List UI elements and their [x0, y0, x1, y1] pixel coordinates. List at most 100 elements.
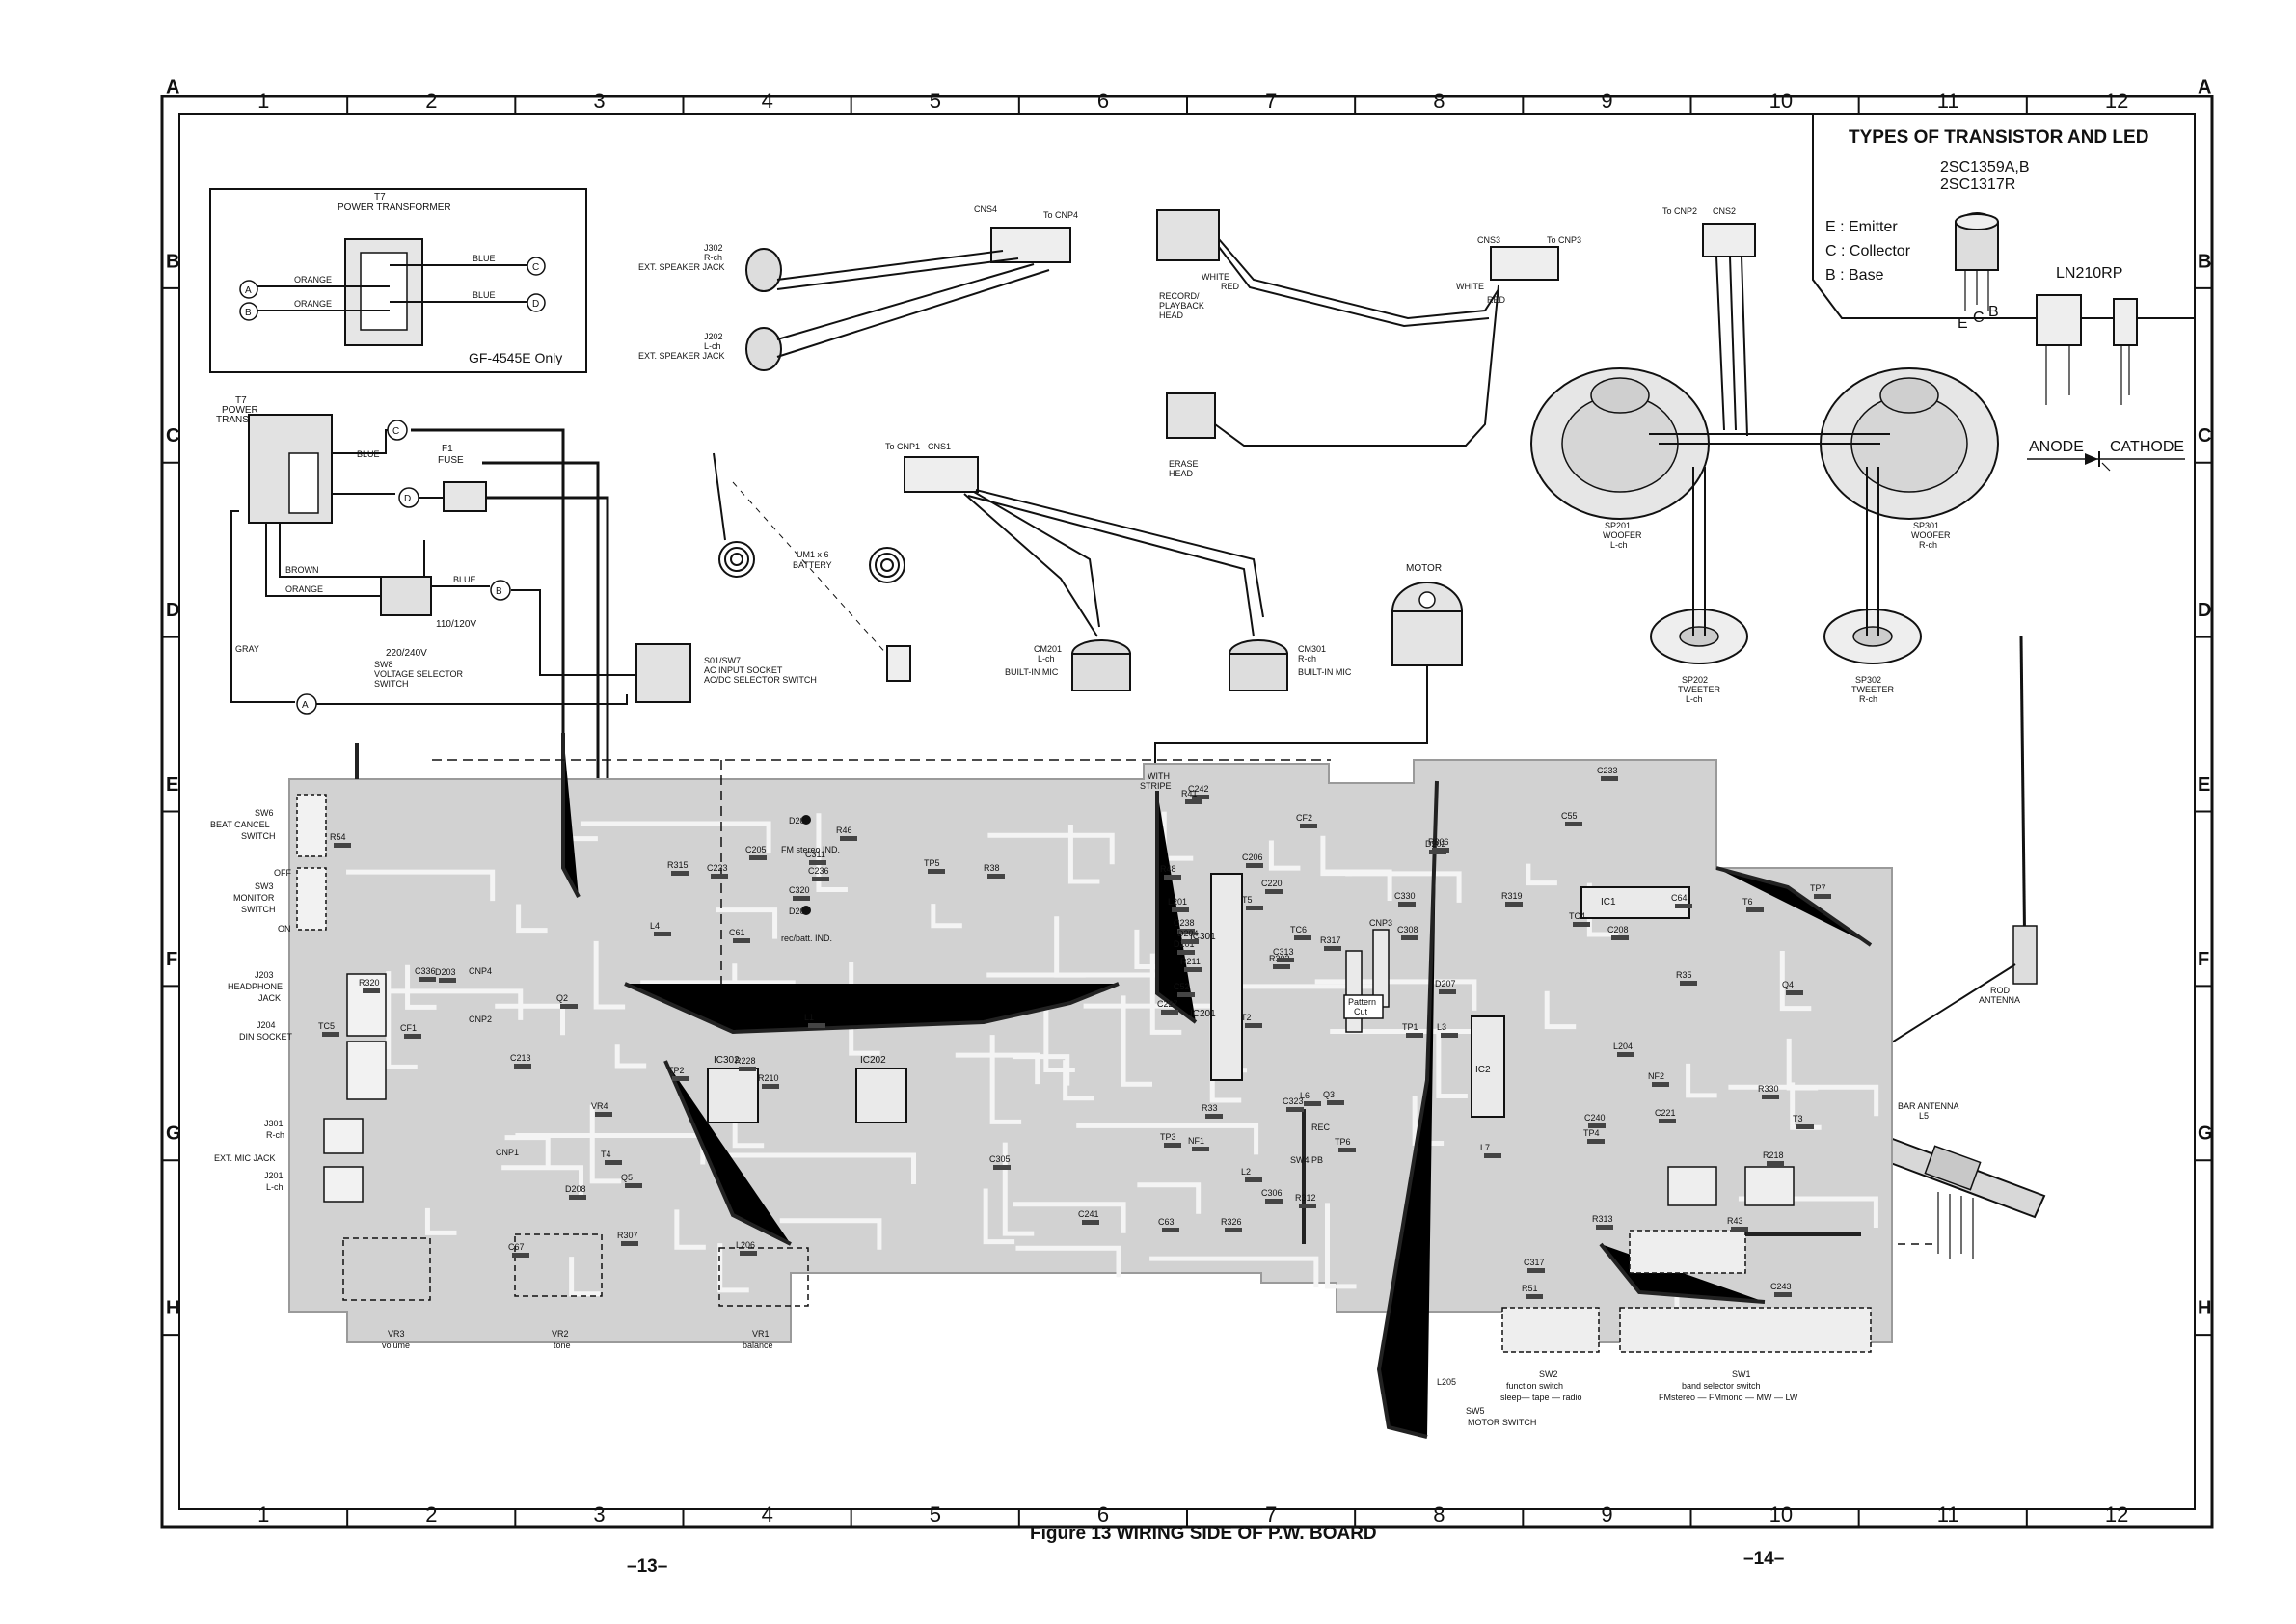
- grid-col-2: 2: [425, 1502, 437, 1527]
- part-label: C236: [808, 866, 829, 876]
- l205-label: L205: [1437, 1377, 1456, 1387]
- s01-label-2: AC INPUT SOCKET: [704, 665, 783, 675]
- part-label: C205: [745, 845, 767, 854]
- ic301-label: IC301: [1190, 932, 1216, 942]
- part-label: C227: [1157, 999, 1178, 1009]
- part-label: CF1: [400, 1023, 417, 1033]
- part-label: L7: [1480, 1143, 1490, 1152]
- grid-col-5: 5: [930, 1502, 941, 1527]
- sw1-label-2: band selector switch: [1682, 1381, 1761, 1391]
- part-label: Q4: [1782, 980, 1794, 989]
- part-label: C213: [510, 1053, 531, 1063]
- part-label: C323: [1283, 1096, 1304, 1106]
- cns2-connector: [1702, 223, 1756, 257]
- part-label: R306: [1428, 837, 1449, 847]
- part-label: L206: [736, 1240, 755, 1250]
- ic201-label: IC201: [1190, 1009, 1216, 1019]
- sw1-label-1: SW1: [1732, 1369, 1751, 1379]
- with-stripe-1: WITH: [1148, 771, 1170, 781]
- grid-row-C: C: [2198, 425, 2211, 447]
- part-label: C233: [1597, 766, 1618, 775]
- grid-col-9: 9: [1601, 1502, 1612, 1527]
- svg-text:B: B: [496, 586, 502, 597]
- ic302-body: [707, 1068, 759, 1123]
- grid-row-F: F: [166, 949, 177, 970]
- ic1-body: [1580, 886, 1690, 919]
- grid-row-A: A: [166, 76, 179, 97]
- part-label: D207: [1435, 979, 1456, 988]
- grid-col-6: 6: [1097, 1502, 1109, 1527]
- legend-pin-c: C : Collector: [1825, 243, 1911, 259]
- board-labels: SW6 BEAT CANCEL SWITCH OFF SW3 MONITOR S…: [210, 766, 1831, 1427]
- fuse-label-1: F1: [442, 444, 453, 454]
- sp301-label-1: SP301: [1913, 521, 1939, 530]
- ic302-label: IC302: [714, 1055, 740, 1066]
- j201-label-2: L-ch: [266, 1182, 284, 1192]
- sp301-label-3: R-ch: [1919, 540, 1937, 550]
- grid-col-8: 8: [1433, 1502, 1445, 1527]
- wire-brown-label: BROWN: [285, 565, 319, 575]
- inset-note: GF-4545E Only: [469, 350, 562, 365]
- head-red-label: RED: [1221, 282, 1240, 291]
- t7-label-2: POWER: [222, 405, 258, 416]
- grid-row-E: E: [2198, 774, 2210, 796]
- ac-input-socket: [635, 643, 691, 703]
- part-label: TP5: [924, 858, 940, 868]
- svg-text:BLUE: BLUE: [453, 575, 476, 584]
- inset-title-1: T7: [374, 192, 386, 203]
- head-rp-3: HEAD: [1159, 311, 1184, 320]
- sw3-off: OFF: [274, 868, 291, 878]
- sp202-label-1: SP202: [1682, 675, 1708, 685]
- j302-label-3: EXT. SPEAKER JACK: [638, 262, 725, 272]
- s01-label-3: AC/DC SELECTOR SWITCH: [704, 675, 817, 685]
- part-label: L201: [1168, 897, 1187, 907]
- wire-orange-label: ORANGE: [285, 584, 323, 594]
- part-label: Q3: [1323, 1090, 1335, 1099]
- grid-col-1: 1: [257, 1502, 269, 1527]
- page-number-right: –14–: [1743, 1549, 1784, 1569]
- cns3-connector: [1490, 246, 1559, 281]
- bar-antenna-label-2: L5: [1919, 1111, 1929, 1121]
- part-label: C63: [1158, 1217, 1175, 1227]
- part-label: T6: [1742, 897, 1753, 907]
- inset-wire-blue-1: BLUE: [473, 254, 496, 263]
- inset-wire-orange-2: ORANGE: [294, 299, 332, 309]
- part-label: T4: [601, 1150, 611, 1159]
- part-label: C330: [1394, 891, 1416, 901]
- pb-label: PB: [1311, 1155, 1323, 1165]
- battery-label-2: BATTERY: [793, 560, 832, 570]
- part-label: T2: [1241, 1013, 1252, 1022]
- inset-term-b: B: [245, 308, 252, 318]
- part-label: R43: [1727, 1216, 1743, 1226]
- cns4-label: CNS4: [974, 204, 997, 214]
- part-label: TP3: [1160, 1132, 1176, 1142]
- part-label: C67: [508, 1242, 525, 1252]
- part-label: TP4: [1583, 1128, 1600, 1138]
- sp201-label-1: SP201: [1605, 521, 1631, 530]
- legend-pin-b: B : Base: [1825, 267, 1884, 284]
- vr2-label-1: VR2: [552, 1329, 569, 1339]
- part-label: C238: [1174, 918, 1195, 928]
- grid-col-12: 12: [2105, 89, 2128, 113]
- grid-col-9: 9: [1601, 89, 1612, 113]
- part-label: R326: [1221, 1217, 1242, 1227]
- antenna-section: ROD ANTENNA BAR ANTENNA L5: [1831, 636, 2046, 1259]
- sp302-label-1: SP302: [1855, 675, 1881, 685]
- motor-label: MOTOR: [1406, 563, 1442, 574]
- part-label: C241: [1078, 1209, 1099, 1219]
- legend-type-2: 2SC1317R: [1940, 176, 2015, 193]
- cm301-label-1: CM301: [1298, 644, 1326, 654]
- part-label: R330: [1758, 1084, 1779, 1094]
- part-label: TP1: [1402, 1022, 1418, 1032]
- pattern-cut-1: Pattern: [1348, 997, 1376, 1007]
- part-label: C64: [1671, 893, 1688, 903]
- part-label: R41: [1181, 789, 1198, 798]
- record-playback-head: [1156, 209, 1220, 261]
- j302-label-1: J302: [704, 243, 723, 253]
- vr2-label-2: tone: [554, 1340, 571, 1350]
- part-label: R35: [1676, 970, 1692, 980]
- power-section: T7 POWER TRANSFORMER C BLUE D F1 FUSE BR…: [216, 395, 911, 1022]
- cns2-label: CNS2: [1713, 206, 1736, 216]
- to-cnp4-label: To CNP4: [1043, 210, 1078, 220]
